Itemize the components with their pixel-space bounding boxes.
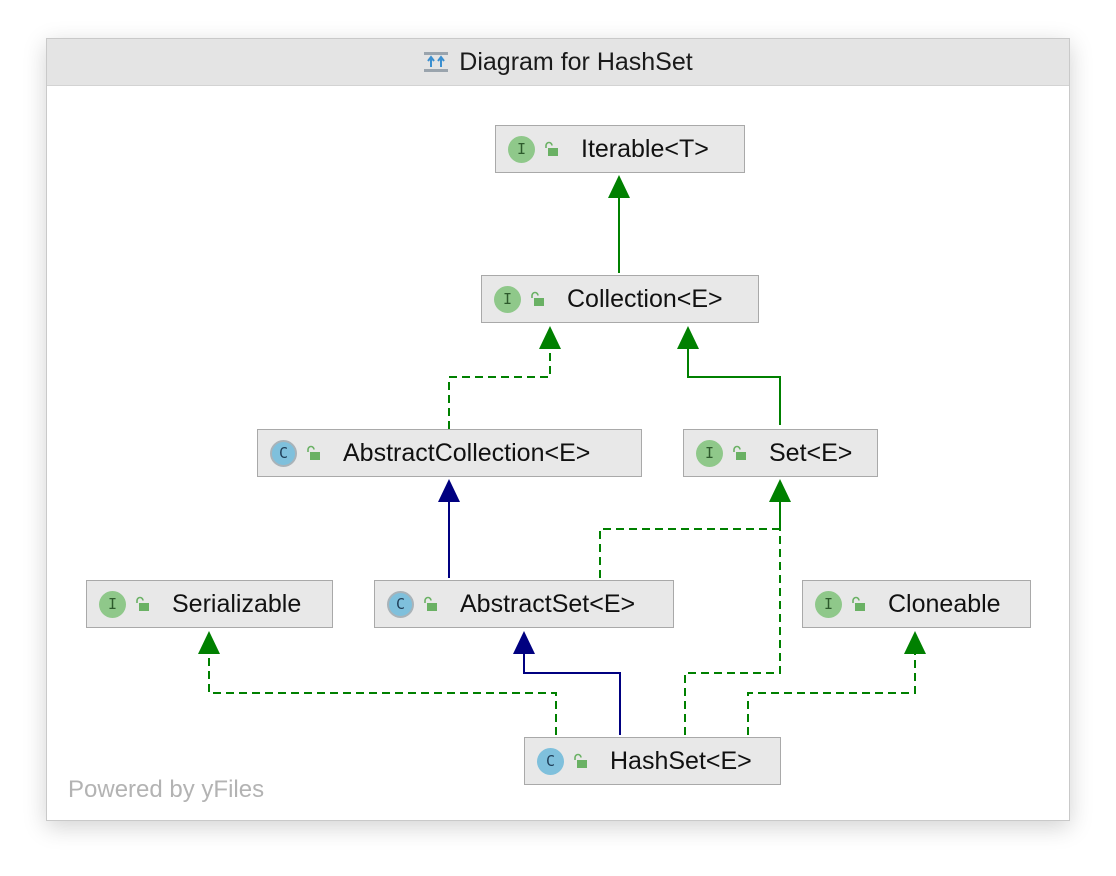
interface-icon: I xyxy=(494,285,521,313)
edge-hashset-serializable xyxy=(198,631,557,735)
node-label: HashSet<E> xyxy=(610,746,752,775)
node-label: Collection<E> xyxy=(567,284,723,313)
unlocked-public-icon xyxy=(422,596,438,612)
class-icon: C xyxy=(537,747,564,775)
interface-icon: I xyxy=(696,439,723,467)
node-abstract-collection[interactable]: C AbstractCollection<E> xyxy=(257,429,642,477)
node-iterable[interactable]: I Iterable<T> xyxy=(495,125,745,173)
node-label: AbstractCollection<E> xyxy=(343,438,591,467)
node-serializable[interactable]: I Serializable xyxy=(86,580,333,628)
node-label: Serializable xyxy=(172,589,302,618)
unlocked-public-icon xyxy=(134,596,150,612)
node-hashset[interactable]: C HashSet<E> xyxy=(524,737,781,785)
edge-hashset-cloneable xyxy=(747,631,926,735)
diagram-window: Diagram for HashSet xyxy=(46,38,1070,821)
node-cloneable[interactable]: I Cloneable xyxy=(802,580,1031,628)
interface-icon: I xyxy=(508,135,535,163)
node-label: Cloneable xyxy=(888,589,1001,618)
node-label: Iterable<T> xyxy=(581,134,709,163)
node-label: AbstractSet<E> xyxy=(460,589,636,618)
edge-abstractset-abstractcollection xyxy=(438,479,460,578)
node-label: Set<E> xyxy=(769,438,853,467)
abstract-class-icon: C xyxy=(270,439,297,467)
node-set[interactable]: I Set<E> xyxy=(683,429,878,477)
node-collection[interactable]: I Collection<E> xyxy=(481,275,759,323)
abstract-class-icon: C xyxy=(387,590,414,618)
unlocked-public-icon xyxy=(850,596,866,612)
unlocked-public-icon xyxy=(731,445,747,461)
edge-hashset-abstractset xyxy=(513,631,621,735)
edge-collection-iterable xyxy=(608,175,630,273)
powered-by-label: Powered by yFiles xyxy=(68,776,265,803)
unlocked-public-icon xyxy=(543,141,559,157)
edge-abstractcollection-collection xyxy=(448,326,561,429)
unlocked-public-icon xyxy=(305,445,321,461)
node-abstract-set[interactable]: C AbstractSet<E> xyxy=(374,580,674,628)
diagram-icon xyxy=(423,51,449,73)
title-bar: Diagram for HashSet xyxy=(47,39,1069,86)
interface-icon: I xyxy=(99,590,126,618)
window-title: Diagram for HashSet xyxy=(459,47,693,76)
edge-set-collection xyxy=(677,326,781,425)
unlocked-public-icon xyxy=(572,753,588,769)
edge-abstractset-set xyxy=(599,479,791,578)
unlocked-public-icon xyxy=(529,291,545,307)
interface-icon: I xyxy=(815,590,842,618)
edges-layer xyxy=(198,175,926,735)
edge-hashset-set xyxy=(684,502,781,735)
